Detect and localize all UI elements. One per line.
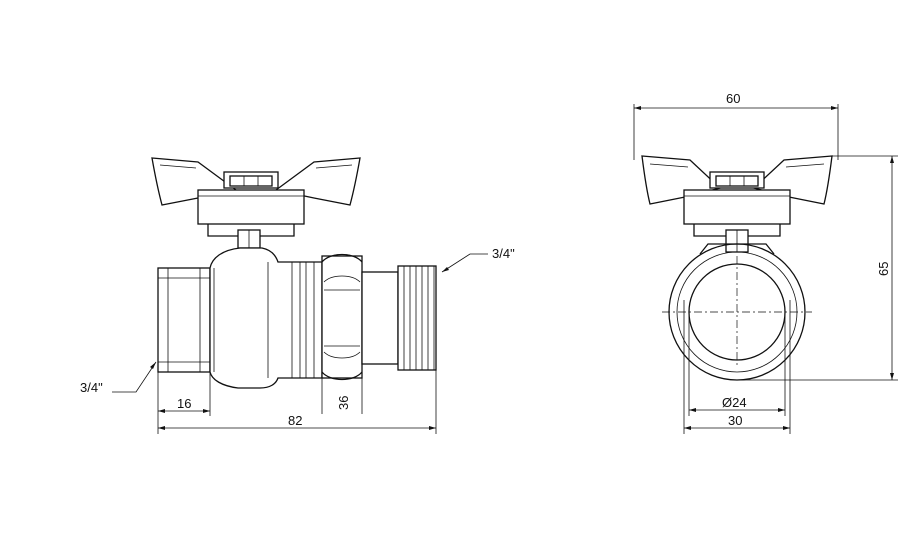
dim-thread-right-label: 3/4" — [492, 246, 515, 261]
front-view: 60 65 Ø24 30 — [633, 91, 898, 434]
dim-total-length-label: 82 — [288, 413, 302, 428]
side-body — [209, 247, 323, 389]
dim-bore-diameter-label: Ø24 — [722, 395, 747, 410]
dim-nut-size-label: 36 — [336, 396, 351, 410]
front-handle — [641, 155, 833, 253]
dim-body-width: 30 — [683, 300, 791, 434]
dim-width-total: 60 — [633, 91, 839, 160]
side-female-end — [157, 267, 211, 373]
dim-body-width-label: 30 — [728, 413, 742, 428]
dim-height-total: 65 — [740, 155, 898, 381]
dim-female-length: 16 — [157, 372, 211, 434]
dim-thread-left: 3/4" — [80, 361, 157, 395]
side-view: 3/4" 3/4" 16 82 36 — [80, 157, 515, 434]
side-handle — [151, 157, 361, 249]
dim-bore-diameter: Ø24 — [688, 312, 786, 416]
front-body — [662, 243, 812, 381]
dim-thread-right: 3/4" — [441, 246, 515, 273]
dim-nut-size: 36 — [321, 378, 363, 414]
side-male-thread — [361, 265, 437, 371]
side-union-nut — [321, 253, 363, 381]
dim-thread-left-label: 3/4" — [80, 380, 103, 395]
dim-width-total-label: 60 — [726, 91, 740, 106]
dim-total-length: 82 — [158, 370, 437, 434]
dim-height-total-label: 65 — [876, 262, 891, 276]
dim-female-length-label: 16 — [177, 396, 191, 411]
